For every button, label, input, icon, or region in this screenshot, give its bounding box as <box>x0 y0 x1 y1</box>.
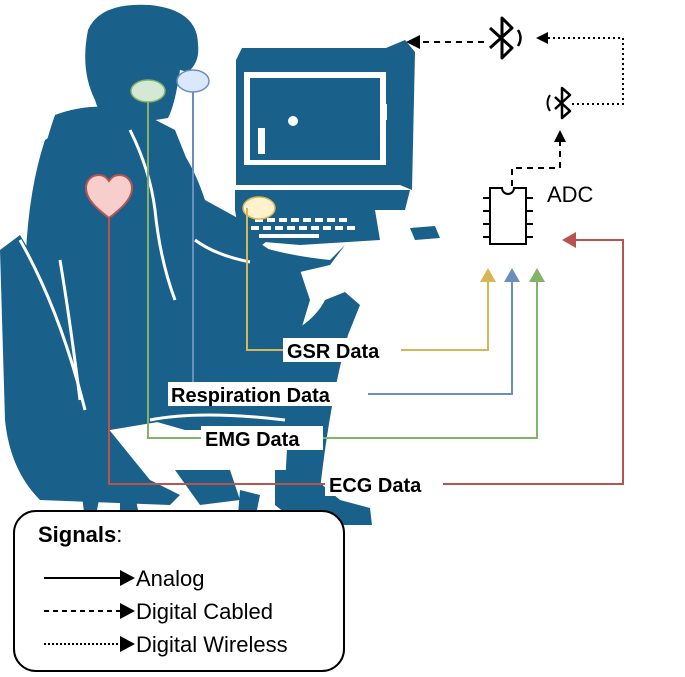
ecg-data-label: ECG Data <box>329 475 422 497</box>
bluetooth-icon <box>546 86 572 120</box>
wireless-arrowhead <box>536 32 548 44</box>
emg-arrowhead <box>529 268 545 282</box>
ball-shape <box>288 116 298 126</box>
respiration-sensor <box>176 69 210 93</box>
legend-title: Signals <box>38 522 116 547</box>
legend: Signals: Analog Digital Cabled Digital W… <box>13 510 345 672</box>
svg-text:Signals:: Signals: <box>38 522 122 547</box>
legend-digital-cabled-label: Digital Cabled <box>136 599 273 624</box>
keyboard-keys <box>251 218 355 238</box>
heart-icon <box>84 173 134 220</box>
legend-digital-wireless-label: Digital Wireless <box>136 632 288 657</box>
legend-analog-label: Analog <box>136 566 205 591</box>
legend-title-suffix: : <box>116 522 122 547</box>
gsr-sensor <box>242 196 276 220</box>
emg-sensor <box>130 79 166 103</box>
adc-label: ADC <box>547 182 594 207</box>
bluetooth-icon <box>488 16 522 60</box>
respiration-data-label: Respiration Data <box>171 385 331 407</box>
paddle-shape <box>258 128 265 154</box>
silhouette-details <box>18 129 286 422</box>
ecg-arrowhead <box>562 232 576 248</box>
computer-arrowhead <box>406 35 420 49</box>
emg-signal-line <box>147 102 538 439</box>
chip-icon <box>483 187 533 245</box>
adc-to-transmitter-line <box>511 140 561 186</box>
respiration-arrowhead <box>504 268 520 282</box>
gsr-data-label: GSR Data <box>287 341 380 363</box>
computer-monitor <box>235 40 440 245</box>
mouse-shape <box>410 226 440 240</box>
wireless-link-line <box>546 37 624 105</box>
gsr-arrowhead <box>480 268 496 282</box>
emg-data-label: EMG Data <box>205 429 300 451</box>
ecg-signal-line <box>108 218 624 485</box>
transmitter-arrowhead <box>554 130 566 142</box>
